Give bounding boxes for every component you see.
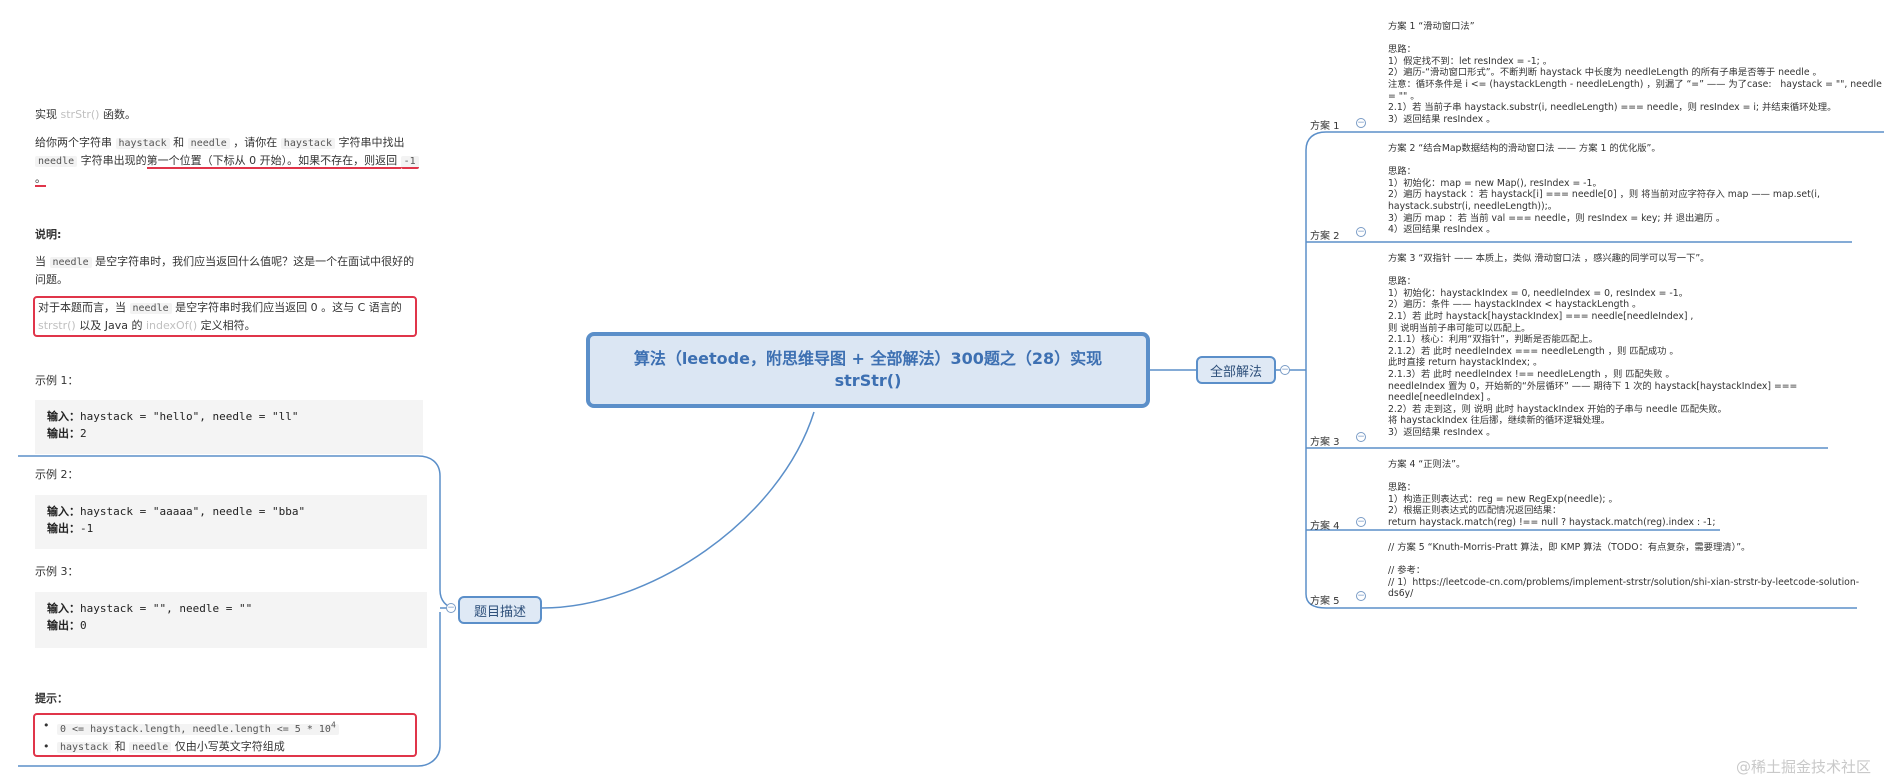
branch-description[interactable]: 题目描述 [458, 596, 542, 624]
example-2-title: 示例 2： [35, 468, 79, 481]
hint-item-2: • haystack 和 needle 仅由小写英文字符组成 [43, 740, 285, 754]
connector-center-description [541, 411, 815, 609]
collapse-solution-3-icon[interactable]: − [1356, 432, 1366, 442]
collapse-solution-2-icon[interactable]: − [1356, 227, 1366, 237]
branch-description-label: 题目描述 [473, 604, 526, 620]
branch-solutions-label: 全部解法 [1209, 364, 1262, 380]
highlight-first-position: 第一个位置（下标从 0 开始）。如果不存在，则返回 [146, 154, 401, 169]
hint-item-1: • 0 <= haystack.length, needle.length <=… [43, 717, 409, 738]
central-topic[interactable]: 算法（leetode，附思维导图 + 全部解法）300题之（28）实现 strS… [586, 332, 1150, 408]
central-topic-text: 算法（leetode，附思维导图 + 全部解法）300题之（28）实现 strS… [633, 349, 1103, 390]
example-2-box: 输入：haystack = "aaaaa", needle = "bba" 输出… [35, 495, 427, 549]
hint-box: • 0 <= haystack.length, needle.length <=… [33, 713, 417, 757]
example-1-title: 示例 1： [35, 374, 79, 387]
collapse-description-icon[interactable]: − [446, 603, 456, 613]
note-text: 当 needle 是空字符串时，我们应当返回什么值呢？这是一个在面试中很好的问题… [35, 255, 415, 286]
branch-solutions[interactable]: 全部解法 [1196, 356, 1276, 384]
collapse-solution-4-icon[interactable]: − [1356, 517, 1366, 527]
solution-3-text: 方案 3 “双指针 —— 本质上，类似 滑动窗口法 ，感兴趣的同学可以写一下”。… [1388, 253, 1798, 438]
solution-3-label[interactable]: 方案 3 [1310, 437, 1340, 448]
description-panel: 实现 strStr() 函数。 [35, 106, 425, 123]
solution-2-text: 方案 2 “结合Map数据结构的滑动窗口法 —— 方案 1 的优化版”。 思路：… [1388, 143, 1820, 236]
watermark: @稀土掘金技术社区 [1736, 758, 1872, 776]
note-title: 说明: [35, 228, 62, 241]
hint-title: 提示： [35, 692, 68, 705]
solution-5-text: // 方案 5 “Knuth-Morris-Pratt 算法，即 KMP 算法（… [1388, 542, 1860, 600]
intro-text: 实现 strStr() 函数。 [35, 108, 136, 121]
collapse-solutions-icon[interactable]: − [1280, 365, 1290, 375]
collapse-solution-1-icon[interactable]: − [1356, 118, 1366, 128]
solution-2-label[interactable]: 方案 2 [1310, 231, 1340, 242]
solution-4-text: 方案 4 “正则法”。 思路： 1）构造正则表达式：reg = new RegE… [1388, 459, 1716, 528]
solution-1-label[interactable]: 方案 1 [1310, 121, 1340, 132]
example-1-box: 输入：haystack = "hello", needle = "ll" 输出：… [35, 400, 423, 454]
solution-5-label[interactable]: 方案 5 [1310, 596, 1340, 607]
example-3-title: 示例 3： [35, 565, 79, 578]
example-3-box: 输入：haystack = "", needle = "" 输出：0 [35, 592, 427, 648]
problem-statement: 给你两个字符串 haystack 和 needle ，请你在 haystack … [35, 134, 425, 187]
collapse-solution-5-icon[interactable]: − [1356, 591, 1366, 601]
solution-1-text: 方案 1 “滑动窗口法” 思路： 1）假定找不到：let resIndex = … [1388, 21, 1882, 125]
solution-4-label[interactable]: 方案 4 [1310, 521, 1340, 532]
note-highlight-box: 对于本题而言，当 needle 是空字符串时我们应当返回 0 。这与 C 语言的… [33, 296, 417, 337]
